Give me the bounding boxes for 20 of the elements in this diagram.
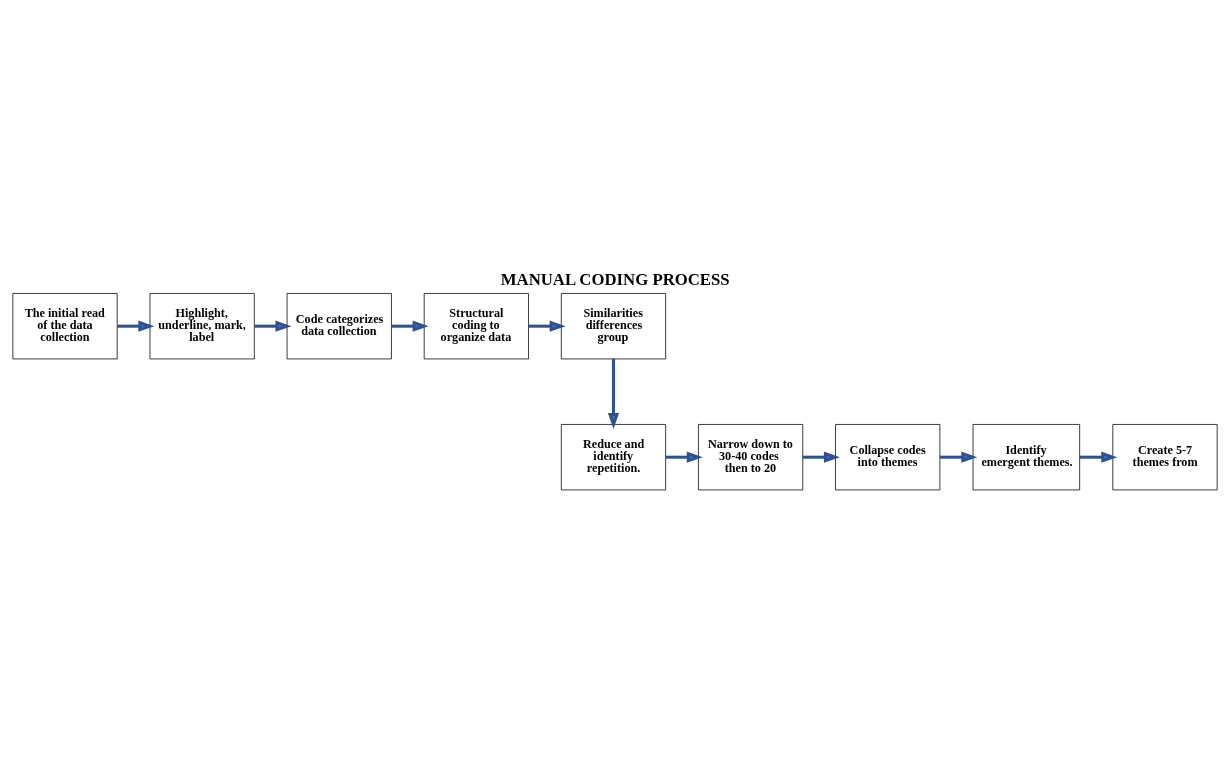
arrow	[607, 358, 620, 429]
arrow	[391, 320, 429, 332]
arrow	[939, 451, 978, 463]
node-box: Reduce and identify repetition.	[560, 424, 667, 491]
arrow	[802, 451, 840, 463]
node-box: Identify emergent themes.	[972, 424, 1081, 491]
node-box: Create 5-7 themes from	[1112, 424, 1218, 491]
node-box: Narrow down to 30-40 codes then to 20	[698, 424, 804, 491]
node-box: Collapse codes into themes	[835, 424, 941, 491]
node-box: The initial read of the data collection	[12, 293, 118, 360]
node-box: Code categorizes data collection	[286, 293, 392, 360]
arrow	[665, 451, 703, 463]
arrow	[1079, 451, 1118, 463]
arrow	[254, 320, 292, 332]
arrow	[117, 320, 155, 332]
arrow	[528, 320, 566, 332]
node-box: Similarities differences group	[560, 293, 667, 360]
node-box: Structural coding to organize data	[423, 293, 529, 360]
diagram-title: MANUAL CODING PROCESS	[500, 269, 730, 289]
node-box: Highlight, underline, mark, label	[149, 293, 255, 360]
